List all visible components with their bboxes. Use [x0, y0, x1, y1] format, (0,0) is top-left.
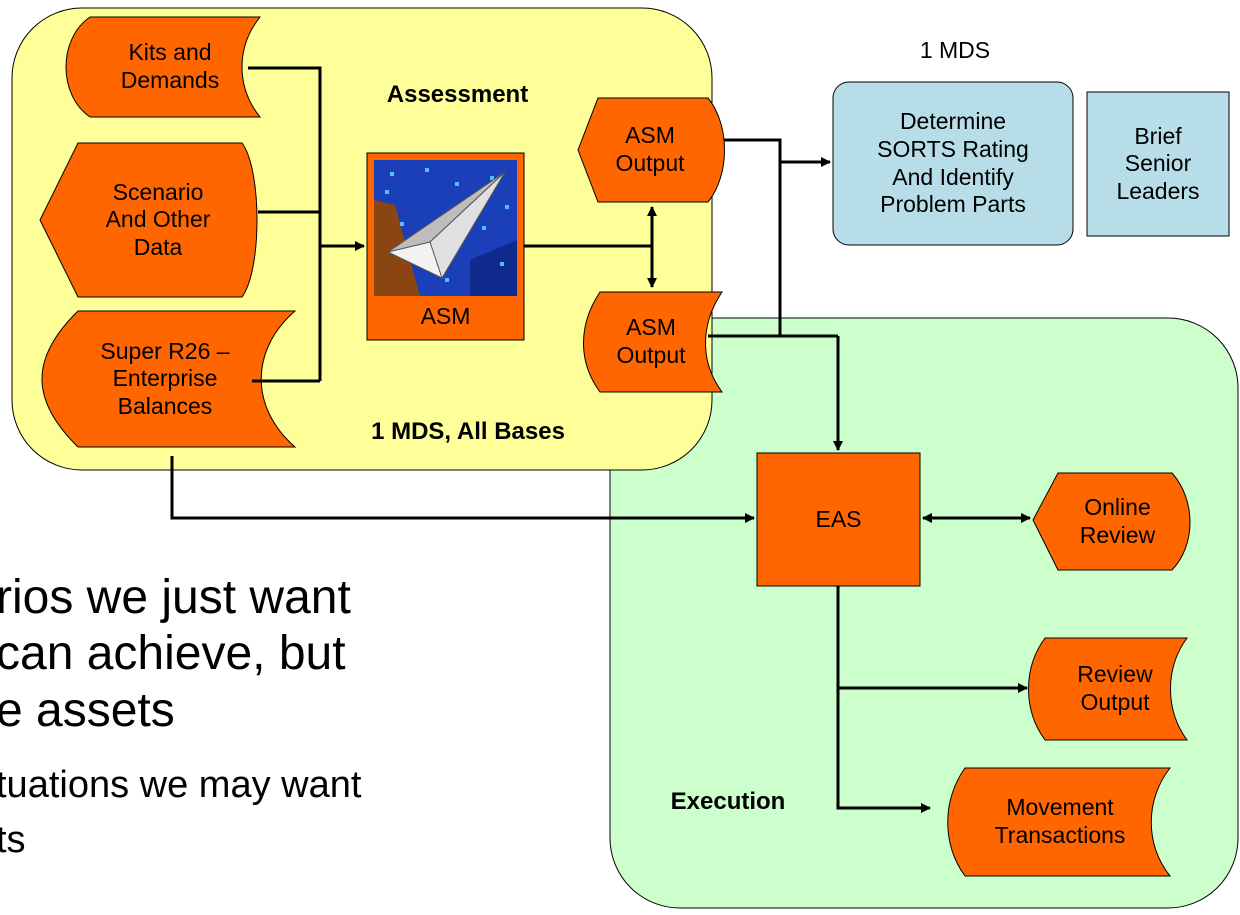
paper-plane-icon: [374, 160, 517, 296]
asm-output-to-determine-line: [724, 138, 782, 162]
background-text-line-3: e assets: [0, 684, 175, 737]
super-r26-to-eas-arrow: [170, 456, 755, 523]
review-output-shape: [1028, 637, 1188, 741]
kits-to-junction-line: [248, 66, 322, 381]
eas-process-box: [756, 452, 921, 587]
connectors: [170, 66, 1031, 813]
determine-sorts-box: [832, 81, 1074, 246]
brief-senior-leaders-box: [1086, 91, 1230, 237]
background-text-line-4: tuations we may want: [0, 764, 362, 806]
eas-to-movement-arrow: [836, 688, 931, 813]
asm-output-document-shape: [583, 291, 723, 393]
super-r26-shape: [41, 310, 297, 448]
background-text-line-1: rios we just want: [0, 571, 351, 624]
background-text-line-5: ts: [0, 819, 26, 861]
movement-transactions-shape: [947, 767, 1172, 877]
background-text-line-2: can achieve, but: [0, 627, 346, 680]
scenario-data-shape: [39, 142, 258, 298]
online-review-shape: [1032, 472, 1191, 571]
kits-demands-shape: [65, 16, 262, 118]
asm-output-display-shape: [577, 97, 725, 203]
